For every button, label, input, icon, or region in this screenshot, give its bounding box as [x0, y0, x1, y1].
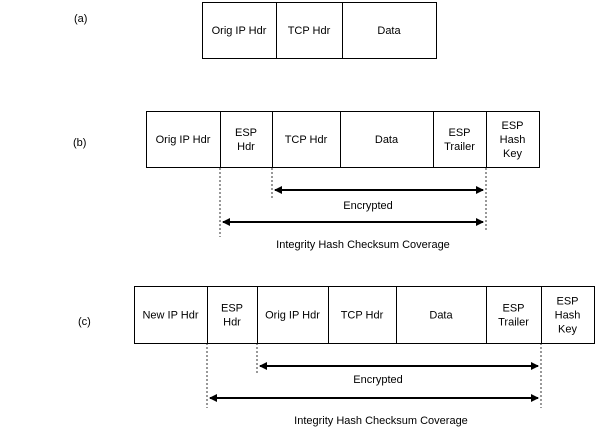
- field-label: Orig IP Hdr: [156, 134, 211, 146]
- field-box: [541, 286, 595, 344]
- field-c-new-ip-hdr: New IP Hdr: [134, 286, 208, 344]
- field-label: TCP Hdr: [288, 25, 331, 37]
- field-label: ESP: [502, 303, 524, 315]
- packet-row-a: Orig IP Hdr TCP Hdr Data: [202, 2, 437, 59]
- field-a-tcp-hdr: TCP Hdr: [276, 2, 343, 59]
- field-box: [207, 286, 258, 344]
- field-label: TCP Hdr: [341, 310, 384, 322]
- field-c-orig-ip-hdr: Orig IP Hdr: [257, 286, 329, 344]
- field-label: Key: [558, 324, 577, 336]
- field-label: ESP: [221, 303, 243, 315]
- section-a-label: (a): [74, 13, 87, 25]
- field-b-esp-trailer: ESP Trailer: [433, 111, 487, 168]
- field-box: [276, 2, 343, 59]
- field-box: [146, 111, 221, 168]
- field-label: Data: [429, 310, 453, 322]
- field-box: [340, 111, 434, 168]
- field-label: ESP: [501, 120, 523, 132]
- field-c-esp-trailer: ESP Trailer: [486, 286, 542, 344]
- c-encrypted-label: Encrypted: [353, 374, 403, 386]
- field-b-esp-hdr: ESP Hdr: [220, 111, 273, 168]
- c-integrity-label: Integrity Hash Checksum Coverage: [294, 415, 468, 427]
- field-label: ESP: [556, 296, 578, 308]
- field-box: [433, 111, 487, 168]
- field-box: [272, 111, 341, 168]
- field-label: ESP: [235, 127, 257, 139]
- field-label: Key: [503, 148, 522, 160]
- field-box: [202, 2, 277, 59]
- field-label: Hash: [500, 134, 526, 146]
- field-label: Hdr: [223, 317, 241, 329]
- field-label: Orig IP Hdr: [265, 310, 320, 322]
- field-c-data: Data: [396, 286, 487, 344]
- field-label: New IP Hdr: [142, 310, 198, 322]
- packet-row-c: New IP Hdr ESP Hdr Orig IP Hdr TCP Hdr Data ES…: [134, 286, 595, 344]
- field-box: [257, 286, 329, 344]
- field-label: Trailer: [498, 317, 529, 329]
- field-a-data: Data: [342, 2, 437, 59]
- field-label: Data: [377, 25, 401, 37]
- section-c-label: (c): [78, 316, 91, 328]
- field-c-tcp-hdr: TCP Hdr: [328, 286, 397, 344]
- field-label: Hash: [555, 310, 581, 322]
- field-b-orig-ip-hdr: Orig IP Hdr: [146, 111, 221, 168]
- field-b-data: Data: [340, 111, 434, 168]
- field-label: TCP Hdr: [285, 134, 328, 146]
- field-box: [220, 111, 273, 168]
- field-c-esp-hdr: ESP Hdr: [207, 286, 258, 344]
- b-integrity-label: Integrity Hash Checksum Coverage: [276, 239, 450, 251]
- field-label: Orig IP Hdr: [212, 25, 267, 37]
- field-label: Data: [375, 134, 399, 146]
- field-label: Trailer: [444, 141, 475, 153]
- field-box: [342, 2, 437, 59]
- field-a-orig-ip-hdr: Orig IP Hdr: [202, 2, 277, 59]
- field-label: Hdr: [237, 141, 255, 153]
- field-b-tcp-hdr: TCP Hdr: [272, 111, 341, 168]
- field-box: [486, 286, 542, 344]
- section-b-label: (b): [73, 137, 86, 149]
- field-label: ESP: [448, 127, 470, 139]
- field-box: [134, 286, 208, 344]
- field-box: [328, 286, 397, 344]
- field-box: [486, 111, 540, 168]
- b-encrypted-label: Encrypted: [343, 200, 393, 212]
